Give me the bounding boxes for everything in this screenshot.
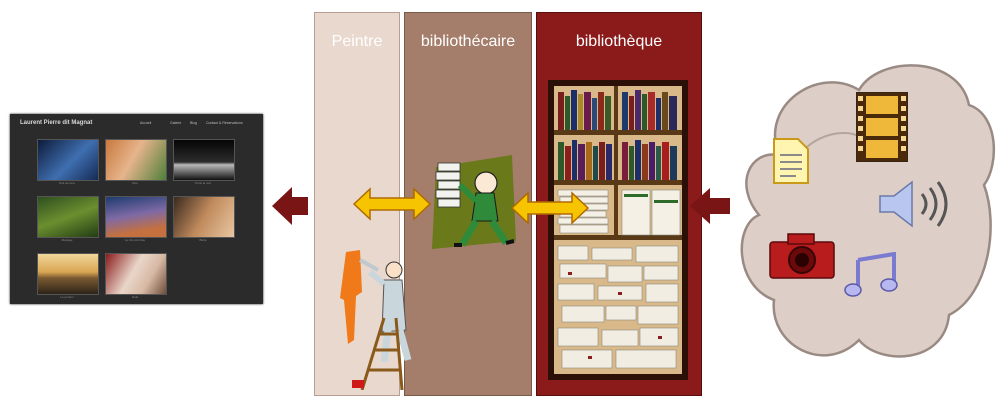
website-screenshot: Laurent Pierre dit Magnat Accueil Galeri…: [10, 114, 263, 304]
site-title: Laurent Pierre dit Magnat: [20, 120, 92, 126]
photo-thumbnail: [37, 196, 99, 238]
bibliothecaire-label: bibliothécaire: [405, 33, 531, 51]
photo-caption: Noël: [105, 295, 165, 299]
music-note-icon: [844, 252, 900, 298]
site-nav-item: Accueil: [140, 121, 151, 125]
photo-thumbnail: [37, 139, 99, 181]
photo-caption: Duo: [105, 181, 165, 185]
librarian-figure-icon: [432, 155, 517, 250]
double-arrow-peintre-bibliothecaire-icon: [352, 186, 432, 222]
peintre-label: Peintre: [315, 33, 399, 51]
site-nav-item: Contact & Réservations: [206, 121, 243, 125]
film-icon: [856, 92, 908, 162]
photo-thumbnail: [105, 253, 167, 295]
photo-caption: Mariage: [37, 238, 97, 242]
photo-caption: Bébé: [173, 238, 233, 242]
photo-caption: Le chemin bleu: [105, 238, 165, 242]
photo-thumbnail: [105, 196, 167, 238]
site-nav-item: Galerie: [170, 121, 181, 125]
painter-figure-icon: [332, 240, 427, 390]
document-icon: [772, 137, 810, 185]
photo-thumbnail: [173, 139, 235, 181]
site-nav-item: Blog: [190, 121, 197, 125]
arrow-from-cloud-icon: [690, 186, 730, 226]
double-arrow-bibliothecaire-bibliotheque-icon: [510, 190, 590, 226]
photo-thumbnail: [105, 139, 167, 181]
photo-caption: Le ponton: [37, 295, 97, 299]
photo-caption: Nuit de lune: [37, 181, 97, 185]
arrow-to-website-icon: [272, 185, 308, 227]
photo-thumbnail: [37, 253, 99, 295]
photo-thumbnail: [173, 196, 235, 238]
photo-caption: Paris la nuit: [173, 181, 233, 185]
bibliotheque-label: bibliothèque: [537, 33, 701, 51]
speaker-icon: [878, 180, 958, 228]
bookshelf-icon: [548, 80, 688, 380]
camera-icon: [768, 232, 836, 280]
